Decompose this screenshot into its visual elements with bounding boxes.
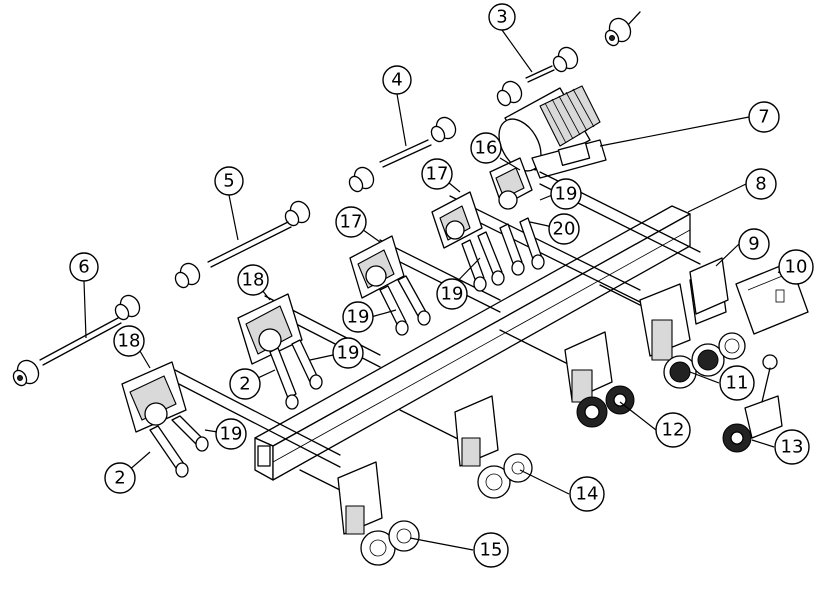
callout-balloon-10: 10 — [778, 249, 814, 285]
callout-label: 17 — [340, 212, 363, 233]
callout-label: 9 — [748, 234, 759, 255]
callout-balloon-17a: 17 — [421, 158, 453, 190]
bushing — [552, 46, 579, 73]
main-beam — [254, 205, 691, 481]
head-unit-upper-right — [431, 157, 533, 249]
callout-balloon-19e: 19 — [215, 418, 247, 450]
head-unit-18-lower — [121, 361, 209, 478]
callout-label: 13 — [781, 437, 804, 458]
motor — [498, 85, 607, 179]
callout-balloon-8: 8 — [745, 168, 777, 200]
callout-balloon-19a: 19 — [550, 178, 582, 210]
callout-balloon-5: 5 — [214, 166, 244, 196]
callout-label: 16 — [475, 138, 498, 159]
callout-label: 2 — [114, 468, 125, 489]
callout-label: 19 — [441, 284, 464, 305]
bushing — [496, 80, 523, 107]
callout-label: 15 — [480, 540, 503, 561]
callout-label: 17 — [426, 164, 449, 185]
callout-label: 12 — [662, 420, 685, 441]
shaft-assembly — [12, 11, 641, 387]
callout-label: 5 — [223, 171, 234, 192]
bushing — [174, 262, 201, 289]
callout-balloon-18a: 18 — [237, 264, 269, 296]
callout-balloon-19d: 19 — [332, 337, 364, 369]
bushing — [604, 17, 632, 47]
callout-balloon-12: 12 — [655, 412, 691, 448]
callout-balloon-20: 20 — [548, 213, 580, 245]
bushing — [284, 200, 311, 227]
drive-unit-14 — [454, 395, 533, 499]
callout-label: 18 — [118, 331, 141, 352]
callout-label: 7 — [758, 107, 769, 128]
head-unit-18-upper — [237, 293, 323, 410]
callout-label: 19 — [555, 184, 578, 205]
callout-label: 11 — [726, 373, 749, 394]
callout-balloon-13: 13 — [774, 429, 810, 465]
callout-label: 18 — [242, 270, 265, 291]
callout-label: 10 — [785, 257, 808, 278]
callout-balloon-18b: 18 — [113, 325, 145, 357]
drive-unit-12 — [564, 331, 635, 428]
callout-label: 6 — [78, 257, 89, 278]
drive-unit-15 — [337, 461, 420, 566]
callout-balloon-3: 3 — [488, 3, 516, 31]
callout-label: 14 — [576, 484, 599, 505]
callout-label: 19 — [337, 343, 360, 364]
callout-label: 4 — [391, 70, 402, 91]
callout-label: 19 — [347, 307, 370, 328]
link-rods — [461, 217, 545, 292]
callout-balloon-15: 15 — [473, 532, 509, 568]
callout-label: 20 — [553, 219, 576, 240]
callout-balloon-2a: 2 — [229, 368, 261, 400]
callout-balloon-2b: 2 — [104, 462, 136, 494]
callout-balloon-19b: 19 — [436, 278, 468, 310]
bushing — [114, 294, 141, 321]
callout-balloon-16: 16 — [470, 132, 502, 164]
head-unit-17-lower — [349, 235, 431, 336]
drive-unit-13 — [722, 354, 783, 453]
callout-balloon-11: 11 — [719, 365, 755, 401]
bracket-9 — [689, 257, 729, 315]
bushing — [430, 116, 457, 143]
callout-balloon-7: 7 — [748, 101, 780, 133]
callout-balloon-9: 9 — [738, 228, 770, 260]
callout-balloon-14: 14 — [569, 476, 605, 512]
callout-label: 2 — [239, 374, 250, 395]
callout-label: 19 — [220, 424, 243, 445]
callout-balloon-6: 6 — [69, 252, 99, 282]
callout-label: 8 — [755, 174, 766, 195]
callout-label: 3 — [496, 7, 507, 28]
bushing — [12, 359, 40, 387]
callout-balloon-19c: 19 — [342, 301, 374, 333]
callout-balloon-4: 4 — [382, 65, 412, 95]
bushing — [348, 166, 375, 193]
callout-balloon-17b: 17 — [335, 206, 367, 238]
